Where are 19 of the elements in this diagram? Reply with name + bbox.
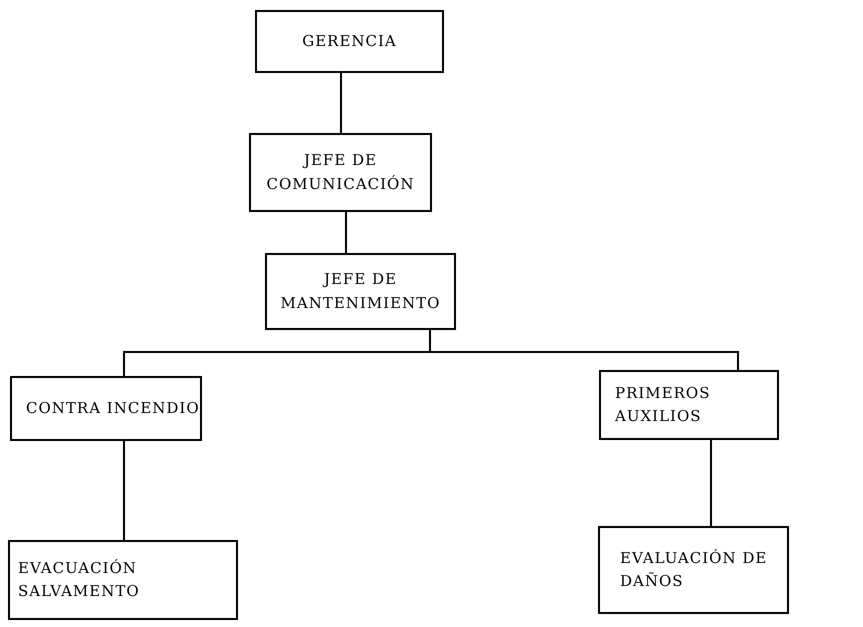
connector-line <box>429 330 739 370</box>
connector-line <box>123 441 125 540</box>
org-box <box>265 253 456 330</box>
connector-line <box>345 212 347 253</box>
box-label: JEFE DE COMUNICACIÓN <box>266 150 416 194</box>
connector-line <box>340 73 342 133</box>
connector-line <box>710 440 712 526</box>
org-box <box>249 133 432 212</box>
box-label: CONTRA INCENDIO <box>26 398 200 419</box>
org-box <box>8 540 238 620</box>
box-label: JEFE DE MANTENIMIENTO <box>280 269 442 314</box>
org-box <box>599 370 779 440</box>
box-label: EVACUACIÓN SALVAMENTO <box>18 558 141 602</box>
org-box <box>255 10 444 73</box>
box-label: PRIMEROS AUXILIOS <box>615 382 712 427</box>
box-label: GERENCIA <box>301 30 398 52</box>
box-label: EVALUACIÓN DE DAÑOS <box>620 548 768 592</box>
org-box <box>10 376 202 441</box>
org-box <box>598 526 789 614</box>
